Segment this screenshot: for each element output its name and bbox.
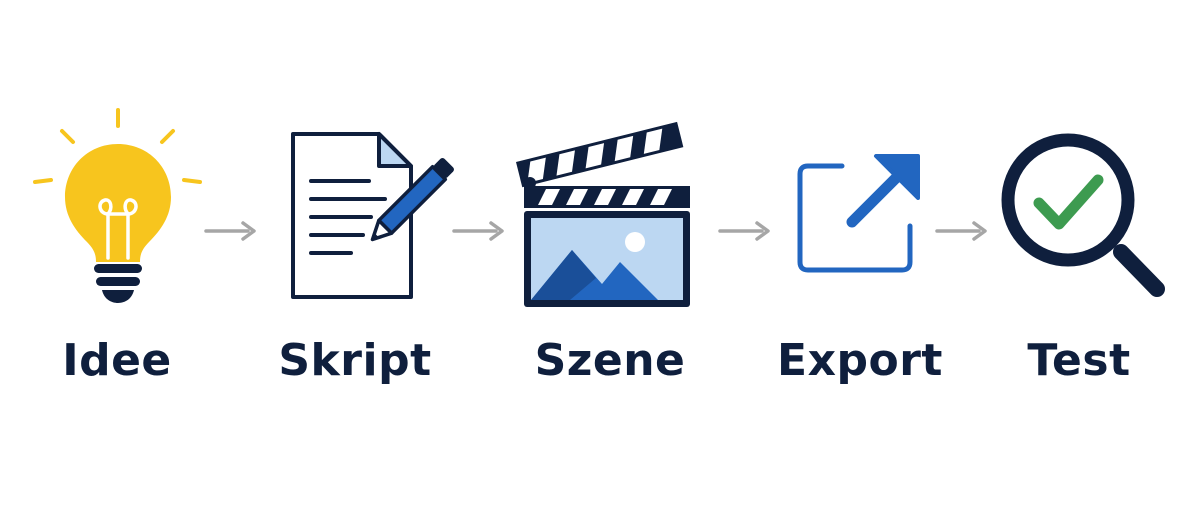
- magnifier-check-icon: [1001, 133, 1165, 297]
- step-label: Idee: [62, 335, 172, 386]
- lightbulb-icon: [33, 108, 202, 303]
- arrow-right-icon: [204, 221, 256, 241]
- step-skript: Skript: [245, 0, 465, 513]
- export-icon: [797, 154, 920, 273]
- step-label: Szene: [534, 335, 686, 386]
- step-label: Export: [777, 335, 943, 386]
- step-szene: Szene: [500, 0, 720, 513]
- step-idee: Idee: [7, 0, 227, 513]
- document-pencil-icon: [291, 132, 454, 299]
- step-export: Export: [750, 0, 970, 513]
- arrow-right-icon: [935, 221, 987, 241]
- step-label: Test: [1027, 335, 1131, 386]
- step-label: Skript: [278, 335, 432, 386]
- clapperboard-icon: [516, 121, 690, 307]
- arrow-right-icon: [718, 221, 770, 241]
- step-test: Test: [969, 0, 1189, 513]
- arrow-right-icon: [452, 221, 504, 241]
